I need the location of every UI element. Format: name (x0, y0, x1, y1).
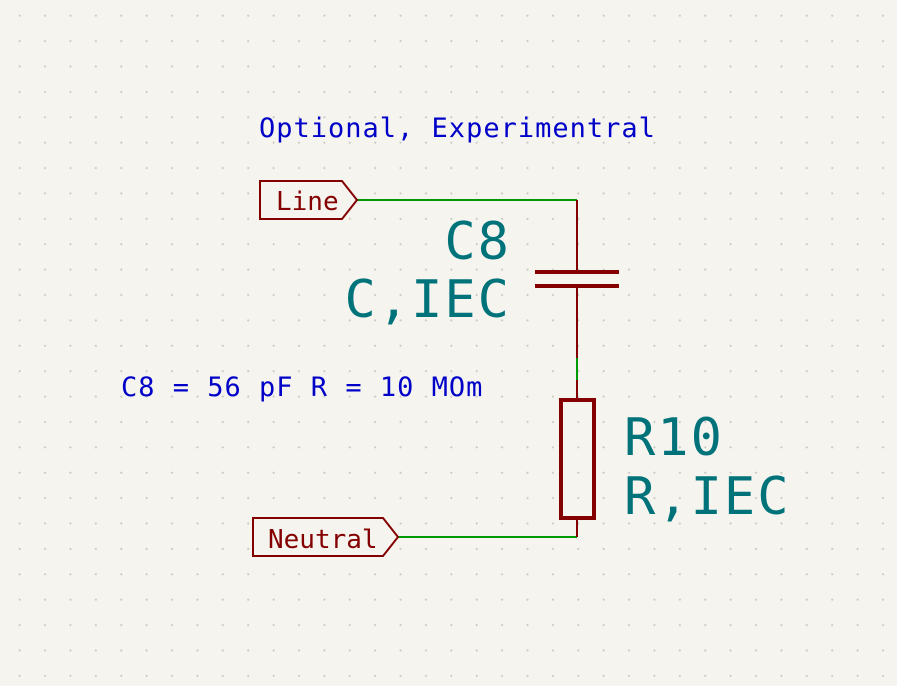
note-optional: Optional, Experimentral (259, 113, 656, 144)
capacitor-c8[interactable]: C8 C,IEC (344, 200, 619, 358)
net-label-neutral-text: Neutral (268, 525, 378, 555)
resistor-body (559, 398, 596, 520)
resistor-value: R,IEC (624, 467, 791, 527)
note-component-values: C8 = 56 pF R = 10 MOm (121, 372, 483, 403)
net-label-line[interactable]: Line (259, 180, 359, 220)
net-label-line-shape (259, 180, 359, 220)
net-label-neutral-shape (252, 517, 400, 557)
net-label-line-text: Line (276, 187, 339, 217)
wires (357, 199, 578, 538)
resistor-r10[interactable]: R10 R,IEC (559, 380, 791, 537)
capacitor-reference: C8 (444, 212, 511, 272)
resistor-reference: R10 (624, 408, 724, 468)
net-label-neutral[interactable]: Neutral (252, 517, 400, 557)
capacitor-value: C,IEC (344, 270, 511, 330)
